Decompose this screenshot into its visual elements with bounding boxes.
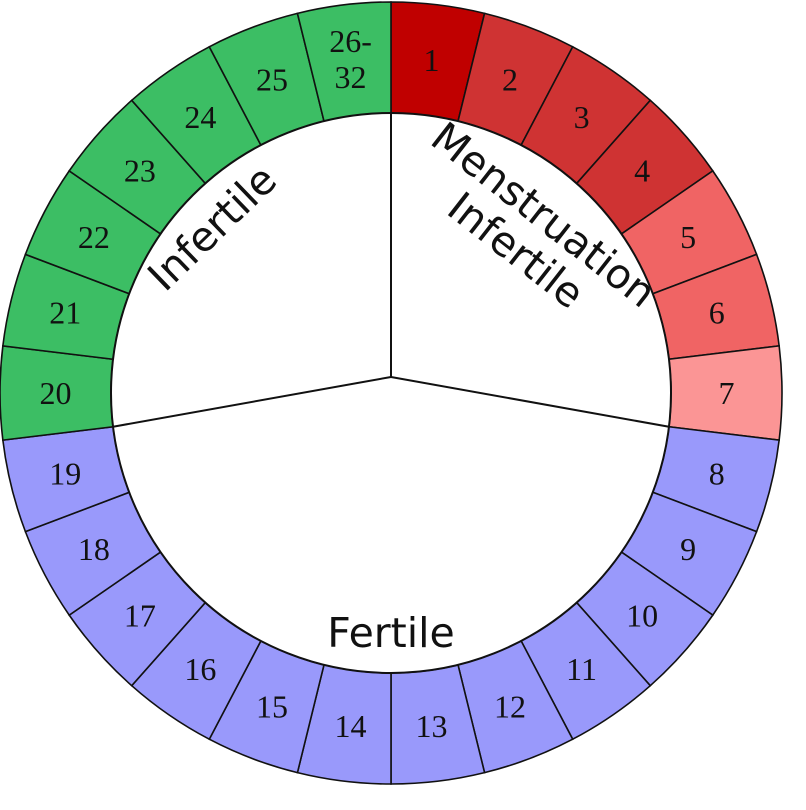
day-label-7: 7 <box>719 375 735 411</box>
day-label-14: 14 <box>335 708 367 744</box>
day-label-26-32: 26-32 <box>329 23 372 95</box>
day-label-4: 4 <box>634 153 650 189</box>
day-label-22: 22 <box>78 219 110 255</box>
day-label-25: 25 <box>256 61 288 97</box>
day-label-16: 16 <box>184 651 216 687</box>
day-label-10: 10 <box>626 597 658 633</box>
day-label-11: 11 <box>566 651 597 687</box>
day-label-5: 5 <box>680 219 696 255</box>
fertile-label: Fertile <box>327 609 455 657</box>
day-label-8: 8 <box>709 455 725 491</box>
day-label-18: 18 <box>78 531 110 567</box>
day-label-3: 3 <box>574 99 590 135</box>
day-labels: 1234567891011121314151617181920212223242… <box>40 23 735 744</box>
phase-divider-line-3 <box>112 376 392 428</box>
day-label-12: 12 <box>494 689 526 725</box>
day-label-9: 9 <box>680 531 696 567</box>
phase-dividers <box>110 112 672 674</box>
day-label-17: 17 <box>124 597 156 633</box>
day-label-1: 1 <box>423 42 439 78</box>
day-label-23: 23 <box>124 153 156 189</box>
day-label-19: 19 <box>49 455 81 491</box>
day-label-24: 24 <box>184 99 216 135</box>
day-label-13: 13 <box>415 708 447 744</box>
day-label-20: 20 <box>40 375 72 411</box>
day-label-21: 21 <box>49 295 81 331</box>
day-label-6: 6 <box>709 295 725 331</box>
day-label-15: 15 <box>256 689 288 725</box>
day-label-2: 2 <box>502 61 518 97</box>
phase-divider-line-2 <box>390 376 670 428</box>
